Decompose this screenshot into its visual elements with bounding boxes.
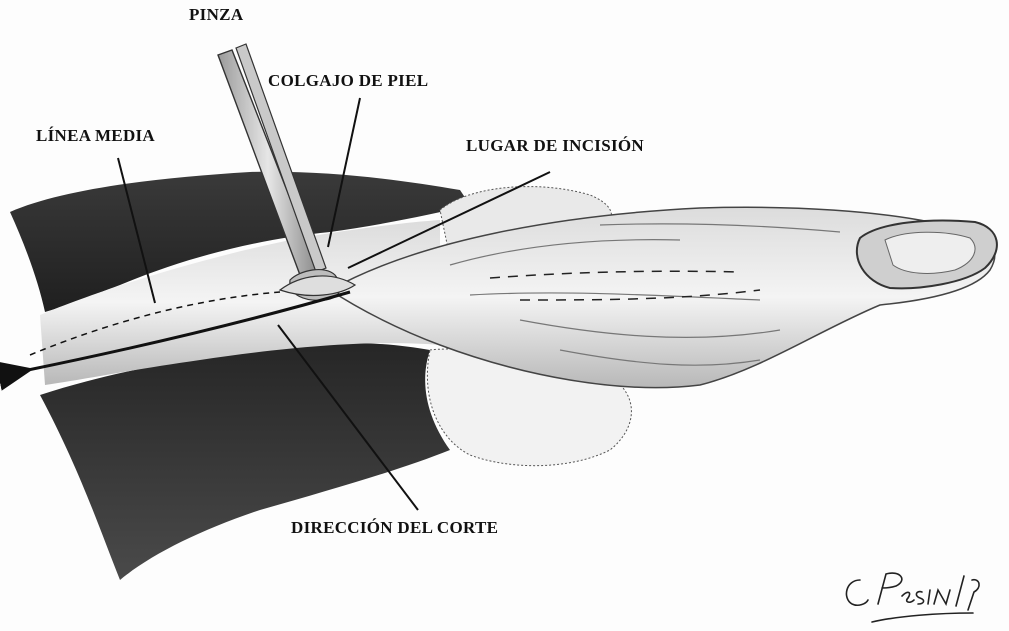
label-lugar-de-incision: LUGAR DE INCISIÓN <box>466 136 644 156</box>
label-pinza: PINZA <box>189 5 243 25</box>
label-direccion-del-corte: DIRECCIÓN DEL CORTE <box>291 518 498 538</box>
nail-inner <box>885 232 975 273</box>
label-colgajo-de-piel: COLGAJO DE PIEL <box>268 71 428 91</box>
artist-signature <box>838 566 988 628</box>
label-linea-media: LÍNEA MEDIA <box>36 126 155 146</box>
lower-fur-band <box>40 343 450 580</box>
